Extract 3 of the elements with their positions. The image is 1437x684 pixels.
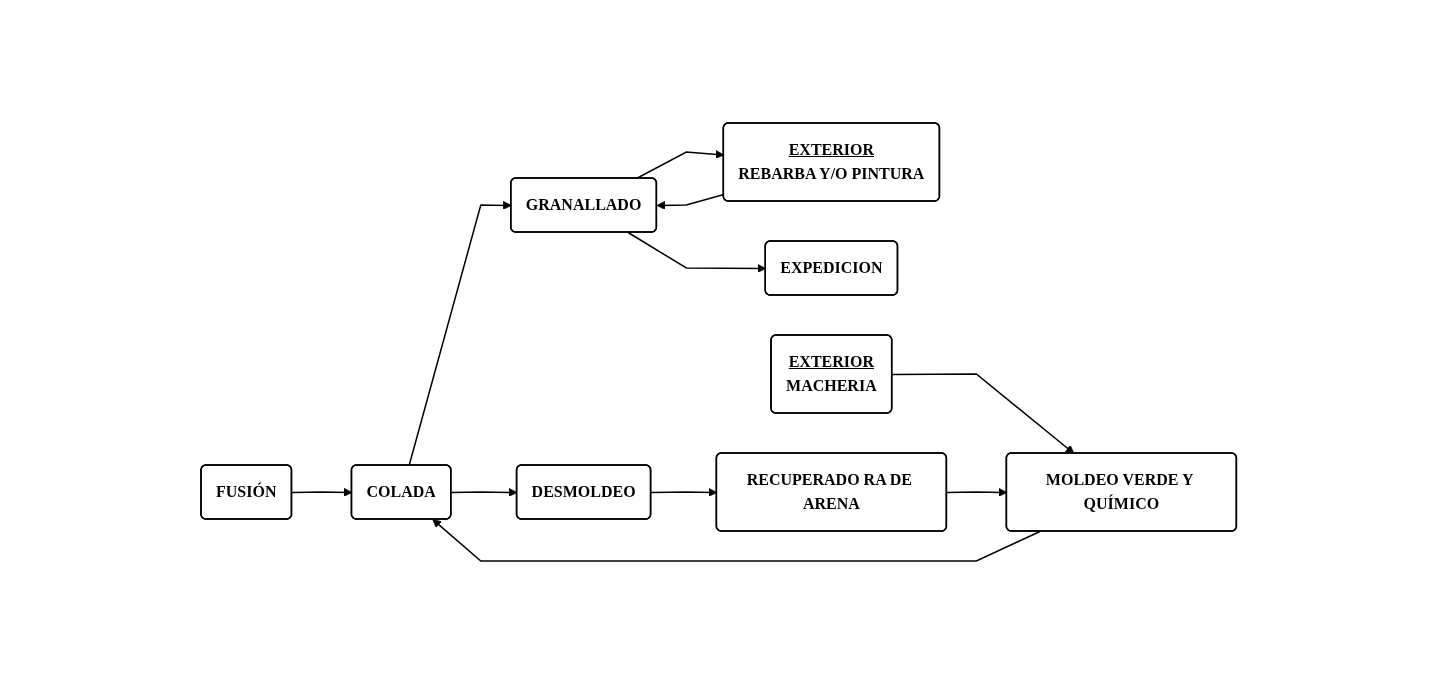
arrow	[432, 519, 1041, 562]
arrow	[891, 373, 1075, 454]
arrow	[627, 231, 766, 273]
